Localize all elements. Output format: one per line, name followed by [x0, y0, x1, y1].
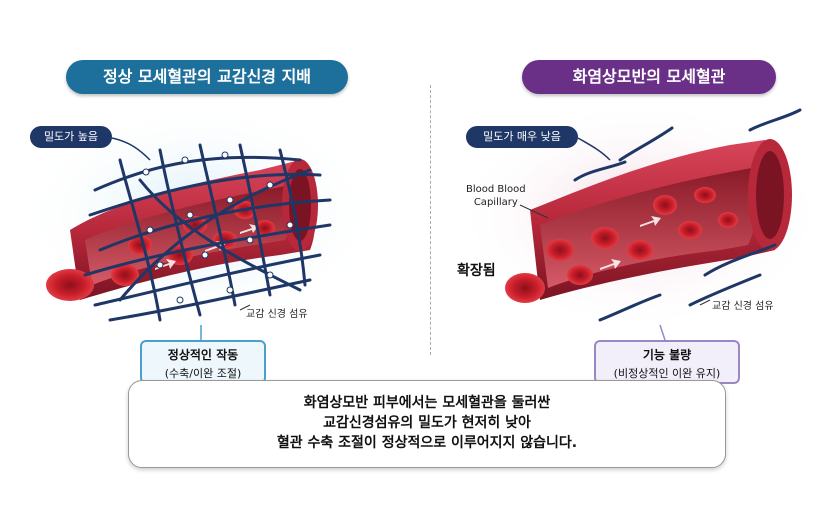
- right-status-sub: (비정상적인 이완 유지): [613, 367, 721, 380]
- left-status-box: 정상적인 작동 (수축/이완 조절): [140, 340, 266, 384]
- right-status-box: 기능 불량 (비정상적인 이완 유지): [594, 340, 740, 384]
- left-nerve-mesh: [83, 143, 332, 322]
- right-rbcs: [505, 187, 738, 303]
- right-title: 화염상모반의 모세혈관: [522, 60, 776, 94]
- right-density-label: 밀도가 매우 낮음: [466, 126, 578, 148]
- left-status-title: 정상적인 작동: [167, 348, 239, 362]
- summary-box: 화염상모반 피부에서는 모세혈관을 둘러싼 교감신경섬유의 밀도가 현저히 낮아…: [128, 380, 726, 468]
- right-nerve-label: 교감 신경 섬유: [712, 301, 774, 312]
- summary-line-3: 혈관 수축 조절이 정상적으로 이루어지지 않습니다.: [276, 435, 578, 451]
- capillary-label: Blood Blood Capillary: [466, 184, 526, 208]
- summary-line-1: 화염상모반 피부에서는 모세혈관을 둘러싼: [303, 395, 551, 411]
- summary-line-2: 교감신경섬유의 밀도가 현저히 낮아: [323, 415, 531, 431]
- left-density-label: 밀도가 높음: [30, 126, 112, 148]
- left-nerve-label: 교감 신경 섬유: [246, 309, 308, 320]
- right-status-title: 기능 불량: [642, 348, 692, 362]
- left-vessel-illustration: [15, 100, 385, 340]
- right-vessel-illustration: [455, 100, 825, 341]
- right-nerve-fibers: [573, 108, 802, 322]
- left-status-sub: (수축/이완 조절): [164, 367, 242, 380]
- left-title: 정상 모세혈관의 교감신경 지배: [66, 60, 348, 94]
- panel-divider: [430, 85, 431, 355]
- dilated-label: 확장됨: [457, 263, 496, 279]
